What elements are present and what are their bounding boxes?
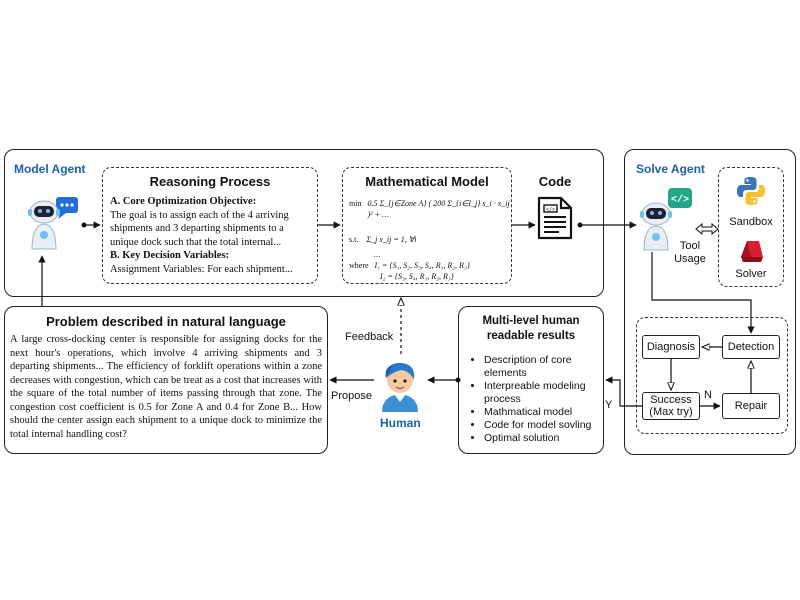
objective-text: The goal is to assign each of the 4 arri… [110, 209, 289, 248]
math-formulas: min 0.5 Σ_{j∈Zone A} ( 200 Σ_{i∈I_j} s_i… [349, 194, 511, 282]
min-label: min [349, 199, 362, 208]
python-icon [735, 175, 767, 207]
mathematical-model-box [342, 167, 512, 284]
human-label: Human [380, 416, 421, 430]
robot-code-icon: </> [636, 186, 698, 252]
objective-heading: A. Core Optimization Objective: [110, 196, 257, 207]
reasoning-process-box [102, 167, 318, 284]
robot-chat-icon [22, 193, 82, 253]
st-label: s.t. [349, 235, 359, 244]
problem-title: Problem described in natural language [46, 314, 286, 329]
no-branch-label: N [704, 389, 712, 401]
where-set-1: I₁ = {S₁, S₂, S₃, S₄, R₁, R₂, R₃} [374, 261, 470, 270]
result-item: Mathmatical model [484, 406, 612, 419]
feedback-label: Feedback [345, 331, 394, 343]
success-node: Success (Max try) [642, 392, 700, 420]
where-label: where [349, 261, 369, 270]
reasoning-process-title: Reasoning Process [149, 174, 271, 189]
detection-node: Detection [722, 335, 780, 359]
min-expression: 0.5 Σ_{j∈Zone A} ( 200 Σ_{i∈I_j} s_i · x… [367, 199, 510, 219]
tool-usage-label: Tool Usage [674, 240, 706, 265]
problem-panel [4, 306, 328, 454]
constraint-formula: s.t. Σ_j x_ij = 1, ∀i [349, 234, 511, 245]
where-formula: where I₁ = {S₁, S₂, S₃, S₄, R₁, R₂, R₃} [349, 260, 511, 271]
reasoning-content: A. Core Optimization Objective: The goal… [110, 195, 314, 276]
human-avatar-icon [374, 356, 426, 414]
variables-heading: B. Key Decision Variables: [110, 250, 230, 261]
result-item: Code for model sovling [484, 419, 612, 432]
propose-label: Propose [331, 390, 372, 402]
where-set-2: I₂ = {S₃, S₄, R₁, R₂, R₃} [380, 272, 454, 281]
result-item: Interpreable modeling process [484, 380, 612, 406]
st-expression: Σ_j x_ij = 1, ∀i [366, 235, 417, 244]
solver-label: Solver [735, 268, 767, 280]
ellipsis: … [373, 250, 381, 259]
results-panel [458, 306, 604, 454]
solve-agent-title: Solve Agent [636, 162, 705, 176]
mathematical-model-title: Mathematical Model [365, 174, 489, 189]
yes-branch-label: Y [605, 399, 613, 411]
results-title: Multi-level human readable results [482, 315, 580, 342]
repair-node: Repair [722, 393, 780, 419]
model-agent-title: Model Agent [14, 162, 86, 176]
svg-text:</>: </> [671, 194, 689, 206]
diagnosis-node: Diagnosis [642, 335, 700, 359]
results-list: Description of core elements Interpreabl… [470, 354, 612, 445]
svg-text:</>: </> [546, 207, 555, 213]
variables-text: Assignment Variables: For each shipment.… [110, 263, 293, 275]
solver-icon [737, 237, 767, 265]
sandbox-label: Sandbox [729, 216, 773, 228]
result-item: Optimal solution [484, 432, 612, 445]
result-item: Description of core elements [484, 354, 612, 380]
problem-text: A large cross-docking center is responsi… [10, 334, 322, 440]
code-title: Code [538, 174, 572, 189]
objective-formula: min 0.5 Σ_{j∈Zone A} ( 200 Σ_{i∈I_j} s_i… [349, 198, 511, 220]
code-document-icon: </> [537, 196, 573, 240]
